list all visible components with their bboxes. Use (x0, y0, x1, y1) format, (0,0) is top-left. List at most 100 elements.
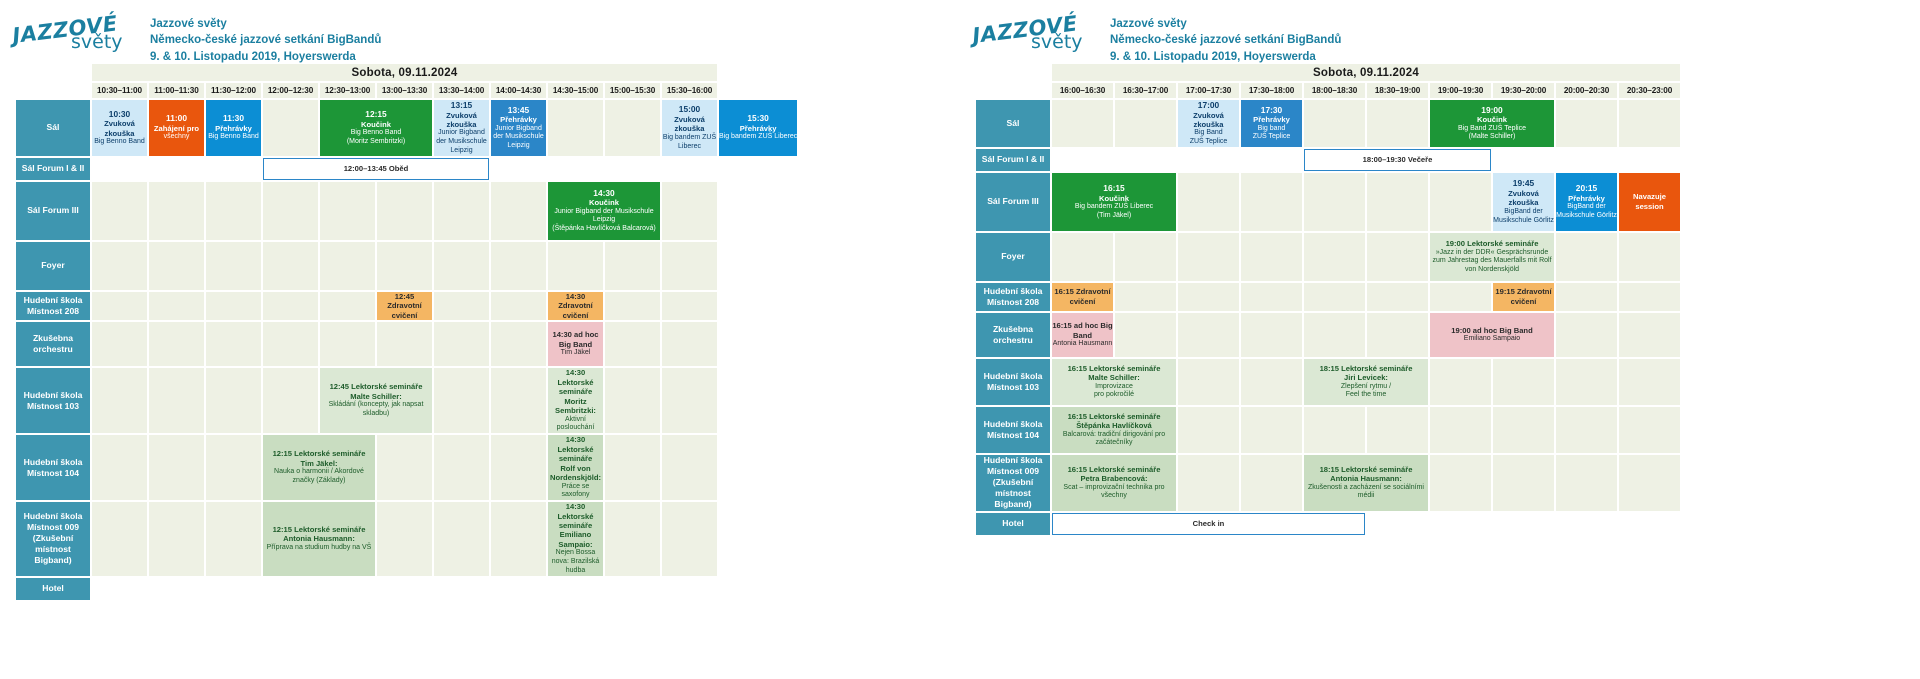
empty-slot (149, 577, 204, 600)
empty-slot (320, 241, 375, 290)
empty-slot (1556, 148, 1617, 171)
event-cell[interactable]: 12:00–13:45 Oběd (263, 157, 489, 180)
room-label: Sál (976, 100, 1050, 147)
empty-slot (320, 291, 375, 321)
empty-slot (1367, 282, 1428, 311)
event-subtitle: všechny (163, 133, 190, 141)
empty-slot (605, 291, 660, 321)
event-cell[interactable]: 16:15 Zdravotní cvičení (1052, 282, 1113, 311)
room-label: Foyer (16, 241, 90, 290)
empty-slot (662, 241, 717, 290)
timeslot-spacer (976, 83, 1050, 98)
event-time: 15:00 (678, 104, 701, 115)
day-header-spacer (16, 64, 90, 81)
event-cell[interactable]: Navazuje session (1619, 172, 1680, 231)
empty-slot (491, 157, 546, 180)
event-time: 16:15 (1103, 183, 1125, 194)
event-time: 10:30 (108, 108, 131, 119)
timeslot-header: 11:30–12:00 (206, 83, 261, 98)
event-subtitle: Nauka o harmonii / Akordové značky (Zákl… (274, 468, 364, 485)
event-subtitle: Big Benno Band (94, 138, 145, 146)
timeslot-header: 20:30–23:00 (1619, 83, 1680, 98)
logo-jazzove-svety-2: JAZZOVÉ světy (971, 10, 1092, 54)
empty-slot (1367, 100, 1428, 147)
panel-evening: JAZZOVÉ světy Jazzové světy Německo-česk… (960, 0, 1920, 602)
event-cell[interactable]: 12:45 Zdravotní cvičení (377, 291, 432, 321)
empty-slot (206, 241, 261, 290)
empty-slot (1178, 282, 1239, 311)
empty-slot (1619, 100, 1680, 147)
empty-slot (206, 502, 261, 576)
empty-slot (1367, 406, 1428, 453)
event-cell[interactable]: Check in (1052, 512, 1365, 535)
empty-slot (662, 435, 717, 501)
event-subtitle: Big bandem ZUŠ Liberec(Tim Jäkel) (1074, 203, 1154, 219)
empty-slot (1619, 232, 1680, 281)
event-time: 11:30 (223, 113, 244, 124)
room-label: Sál Forum III (976, 172, 1050, 231)
empty-slot (1367, 232, 1428, 281)
event-cell[interactable]: 19:00 Lektorské semináře»Jazz in der DDR… (1430, 232, 1554, 281)
empty-slot (263, 577, 318, 600)
timeslot-header: 19:00–19:30 (1430, 83, 1491, 98)
empty-slot (491, 322, 546, 367)
event-title: Přehrávky (1253, 115, 1290, 125)
empty-slot (149, 291, 204, 321)
empty-slot (377, 435, 432, 501)
event-title: Zahájení pro (153, 123, 200, 133)
empty-slot (1241, 232, 1302, 281)
event-time: 19:00 (1481, 104, 1503, 115)
empty-slot (548, 577, 603, 600)
event-cell[interactable]: 18:00–19:30 Večeře (1304, 148, 1491, 171)
empty-slot (1115, 232, 1176, 281)
empty-slot (1304, 406, 1365, 453)
empty-slot (1619, 406, 1680, 453)
event-cell[interactable]: 14:30 Zdravotní cvičení (548, 291, 603, 321)
empty-slot (1619, 358, 1680, 405)
empty-slot (263, 100, 318, 156)
event-title: 19:15 Zdravotní cvičení (1495, 287, 1552, 306)
empty-slot (1178, 232, 1239, 281)
empty-slot (1178, 172, 1239, 231)
event-cell[interactable]: 19:15 Zdravotní cvičení (1493, 282, 1554, 311)
